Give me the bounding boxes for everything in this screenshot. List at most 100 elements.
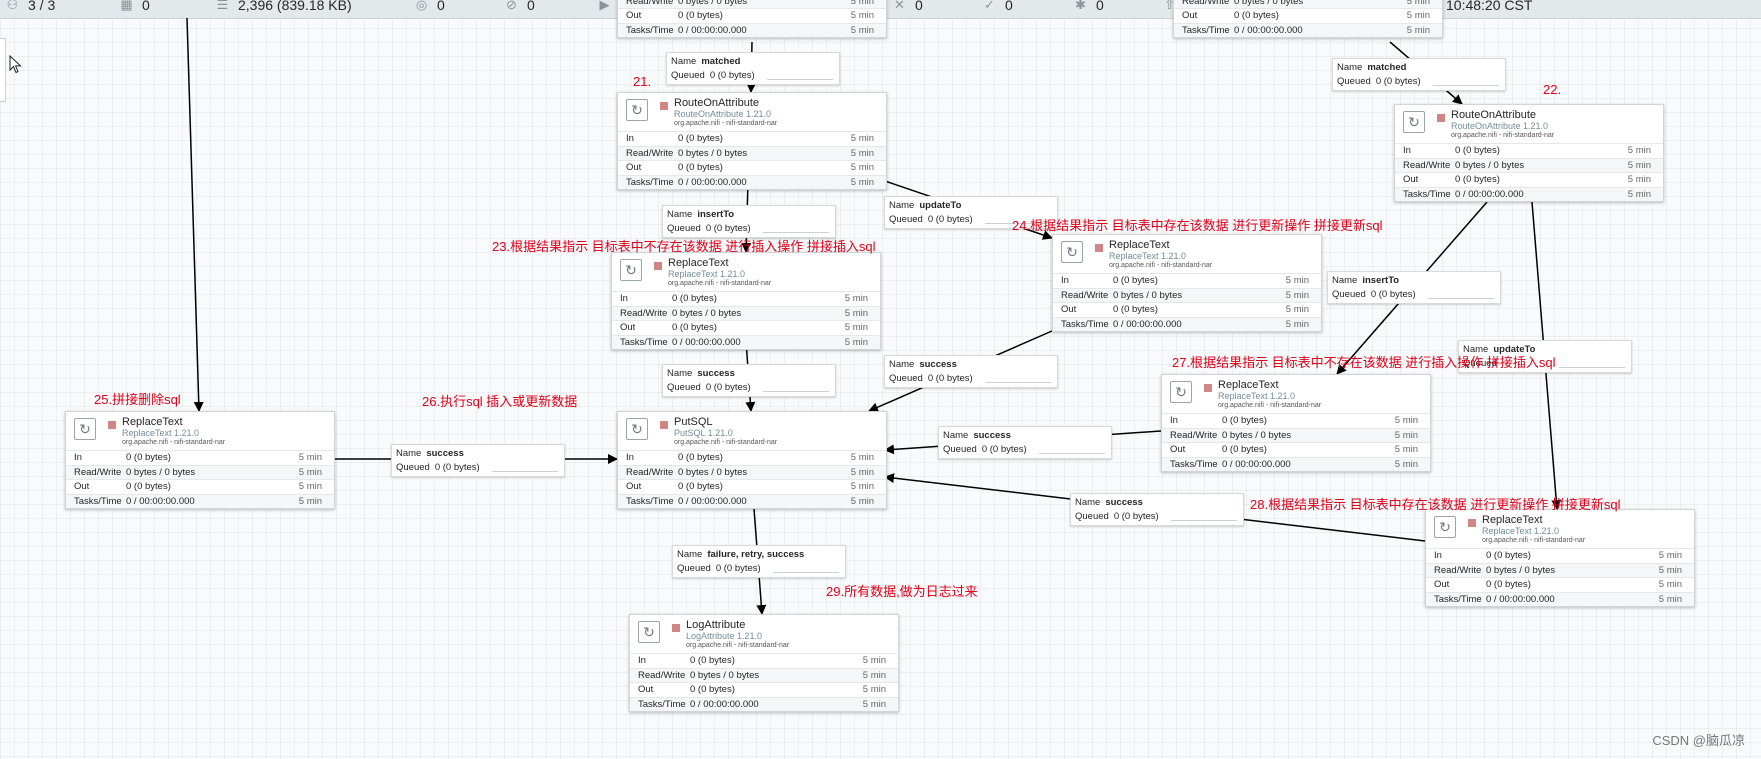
stopped-icon	[1437, 114, 1445, 122]
connection-queued: 0 (0 bytes)	[1375, 76, 1421, 87]
stat-value: 0 bytes / 0 bytes	[678, 466, 748, 478]
stat-value: 0 (0 bytes)	[672, 293, 717, 304]
stat-period: 5 min	[850, 147, 874, 159]
stat-value: 0 (0 bytes)	[1113, 275, 1158, 286]
not-transmitting-icon: ⊘	[506, 0, 517, 12]
stat-period: 5 min	[1658, 564, 1682, 576]
processor-type-icon: ↻	[620, 259, 642, 281]
stopped-icon	[672, 624, 680, 632]
stat-period: 5 min	[1394, 429, 1418, 441]
stat-period: 5 min	[844, 336, 868, 348]
connection-name: success	[697, 368, 735, 379]
stat-label: Out	[1182, 10, 1198, 21]
processor-version: PutSQL 1.21.0	[674, 428, 733, 438]
stat-label: Tasks/Time	[1182, 24, 1230, 36]
stat-label: Read/Write	[638, 669, 686, 681]
stat-label: Read/Write	[626, 147, 674, 159]
stat-value: 0 bytes / 0 bytes	[1486, 564, 1556, 576]
connection-queued-key: Queued	[943, 444, 977, 455]
processor-bundle: org.apache.nifi - nifi-standard-nar	[674, 439, 778, 446]
stat-label: Out	[1061, 304, 1077, 315]
stopped-icon	[660, 421, 668, 429]
stat-period: 5 min	[850, 162, 874, 173]
connection-queued-key: Queued	[1337, 76, 1371, 87]
processor-type-icon: ↻	[638, 621, 660, 643]
stopped-icon	[654, 262, 662, 270]
stat-value: 0 (0 bytes)	[678, 10, 723, 21]
stat-value: 0 / 00:00:00.000	[678, 495, 747, 507]
stat-label: Read/Write	[1182, 0, 1230, 7]
connection-name-key: Name	[396, 448, 422, 459]
stat-value: 0 (0 bytes)	[1234, 10, 1279, 21]
queue-bar	[767, 79, 833, 80]
stat-value: 0 bytes / 0 bytes	[1234, 0, 1304, 7]
connection-name-key: Name	[1075, 497, 1101, 508]
watermark: CSDN @脑瓜凉	[1652, 733, 1745, 748]
processor-bundle: org.apache.nifi - nifi-standard-nar	[122, 439, 226, 446]
stat-label: In	[74, 452, 82, 463]
locally-modified-icon: ✱	[1075, 0, 1086, 12]
annotation-note-27: 27.根据结果指示 目标表中不存在该数据 进行插入操作 拼接插入sql	[1172, 355, 1556, 370]
mouse-cursor-icon	[9, 55, 22, 74]
stat-period: 5 min	[1285, 289, 1309, 301]
stat-value: 0 bytes / 0 bytes	[1113, 289, 1183, 301]
processor-version: ReplaceText 1.21.0	[668, 269, 746, 279]
connection-queued: 0 (0 bytes)	[434, 462, 480, 473]
queue-bar	[763, 391, 829, 392]
connection-queued-key: Queued	[1075, 511, 1109, 522]
disabled-icon: ✕	[894, 0, 905, 12]
navigate-panel-tab[interactable]	[0, 38, 6, 102]
stat-label: Tasks/Time	[626, 24, 674, 36]
status-value: 0	[1096, 0, 1104, 13]
stat-value: 0 (0 bytes)	[126, 481, 171, 492]
status-value: 3 / 3	[28, 0, 56, 13]
status-value: 0	[527, 0, 535, 13]
stat-period: 5 min	[850, 481, 874, 492]
processor-bundle: org.apache.nifi - nifi-standard-nar	[686, 642, 790, 649]
stat-label: In	[1170, 415, 1178, 426]
connection-name-key: Name	[943, 430, 969, 441]
connection-name: insertTo	[697, 209, 735, 220]
stat-value: 0 (0 bytes)	[1113, 304, 1158, 315]
connection-name: success	[1105, 497, 1143, 508]
stat-period: 5 min	[1627, 174, 1651, 185]
stat-period: 5 min	[850, 452, 874, 463]
